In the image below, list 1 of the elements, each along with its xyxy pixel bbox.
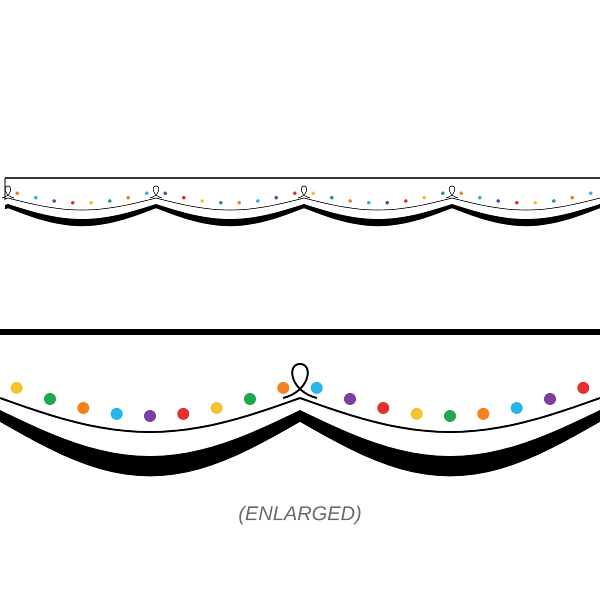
- caption-text: (ENLARGED): [239, 506, 360, 524]
